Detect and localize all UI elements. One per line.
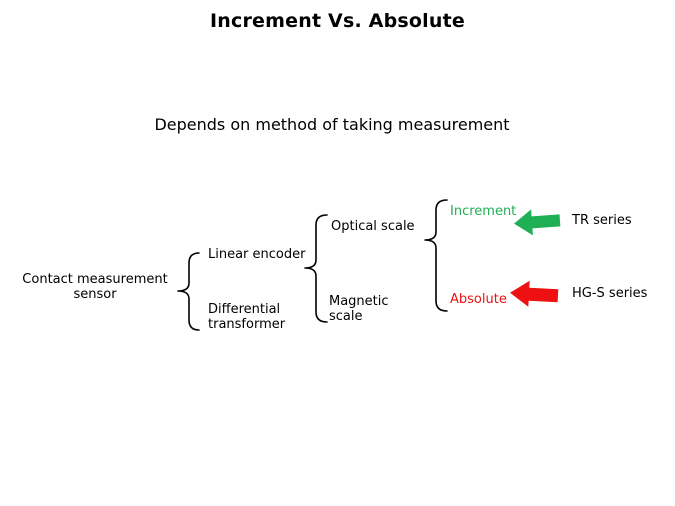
red-left-arrow-icon xyxy=(508,278,560,311)
branch-differential-transformer-label: Differential transformer xyxy=(208,302,286,332)
curly-brace-icon xyxy=(176,251,200,332)
scale-magnetic-label: Magnetic scale xyxy=(329,294,389,324)
root-node-label: Contact measurement sensor xyxy=(22,272,168,302)
tr-series-label: TR series xyxy=(572,213,632,228)
branch-linear-encoder-label: Linear encoder xyxy=(208,247,306,262)
curly-brace-icon xyxy=(423,198,448,313)
slide-subtitle: Depends on method of taking measurement xyxy=(154,115,510,134)
curly-brace-icon xyxy=(303,213,328,324)
absolute-label: Absolute xyxy=(450,292,507,307)
green-left-arrow-icon xyxy=(512,205,562,238)
slide-title: Increment Vs. Absolute xyxy=(210,10,465,32)
increment-label: Increment xyxy=(450,204,517,219)
scale-optical-label: Optical scale xyxy=(331,219,415,234)
hgs-series-label: HG-S series xyxy=(572,286,648,301)
